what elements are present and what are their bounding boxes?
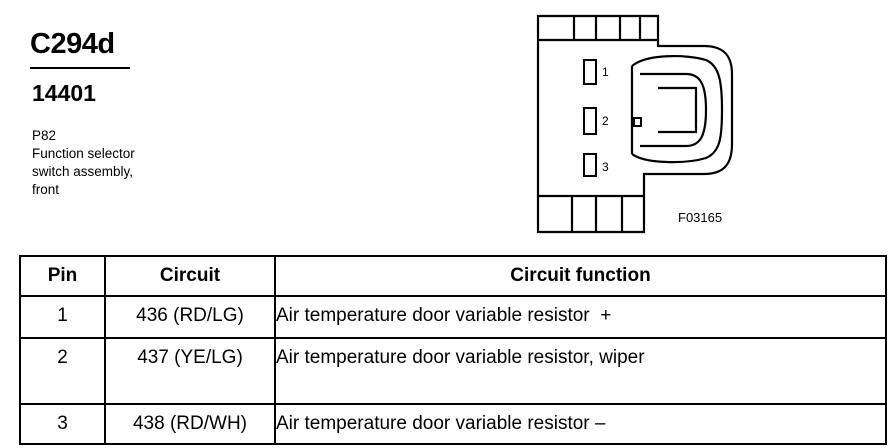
- title-underline: [30, 67, 130, 69]
- terminal-cavity: [583, 107, 597, 135]
- connector-id: C294d: [30, 28, 115, 60]
- table-row: 2 437 (YE/LG) Air temperature door varia…: [19, 337, 887, 405]
- table-row: 3 438 (RD/WH) Air temperature door varia…: [19, 403, 887, 445]
- description-line: front: [32, 182, 60, 197]
- terminal-cavity: [583, 153, 597, 177]
- description-line: P82: [32, 128, 57, 143]
- pin-label: 1: [602, 65, 609, 79]
- pin-label: 3: [602, 160, 609, 174]
- connector-description: P82 Function selector switch assembly, f…: [32, 127, 135, 199]
- connector-diagram: 1 2 3: [536, 14, 734, 234]
- description-line: Function selector: [32, 146, 135, 161]
- circuit-cell: 437 (YE/LG): [104, 337, 276, 405]
- column-header-pin: Pin: [19, 255, 106, 297]
- pin-label: 2: [602, 114, 609, 128]
- pin-cell: 3: [19, 403, 106, 445]
- pin-table: Pin Circuit Circuit function 1 436 (RD/L…: [19, 255, 887, 445]
- function-cell: Air temperature door variable resistor –: [274, 403, 887, 445]
- circuit-cell: 436 (RD/LG): [104, 295, 276, 339]
- pin-cell: 1: [19, 295, 106, 339]
- terminal-cavity: [583, 59, 597, 85]
- column-header-circuit: Circuit: [104, 255, 276, 297]
- column-header-function: Circuit function: [274, 255, 887, 297]
- pin-cell: 2: [19, 337, 106, 405]
- part-number: 14401: [32, 80, 96, 106]
- function-cell: Air temperature door variable resistor +: [274, 295, 887, 339]
- circuit-cell: 438 (RD/WH): [104, 403, 276, 445]
- description-line: switch assembly,: [32, 164, 134, 179]
- figure-code: F03165: [678, 210, 723, 225]
- function-cell: Air temperature door variable resistor, …: [274, 337, 887, 405]
- table-header-row: Pin Circuit Circuit function: [19, 255, 887, 297]
- table-row: 1 436 (RD/LG) Air temperature door varia…: [19, 295, 887, 339]
- center-key: [633, 117, 642, 127]
